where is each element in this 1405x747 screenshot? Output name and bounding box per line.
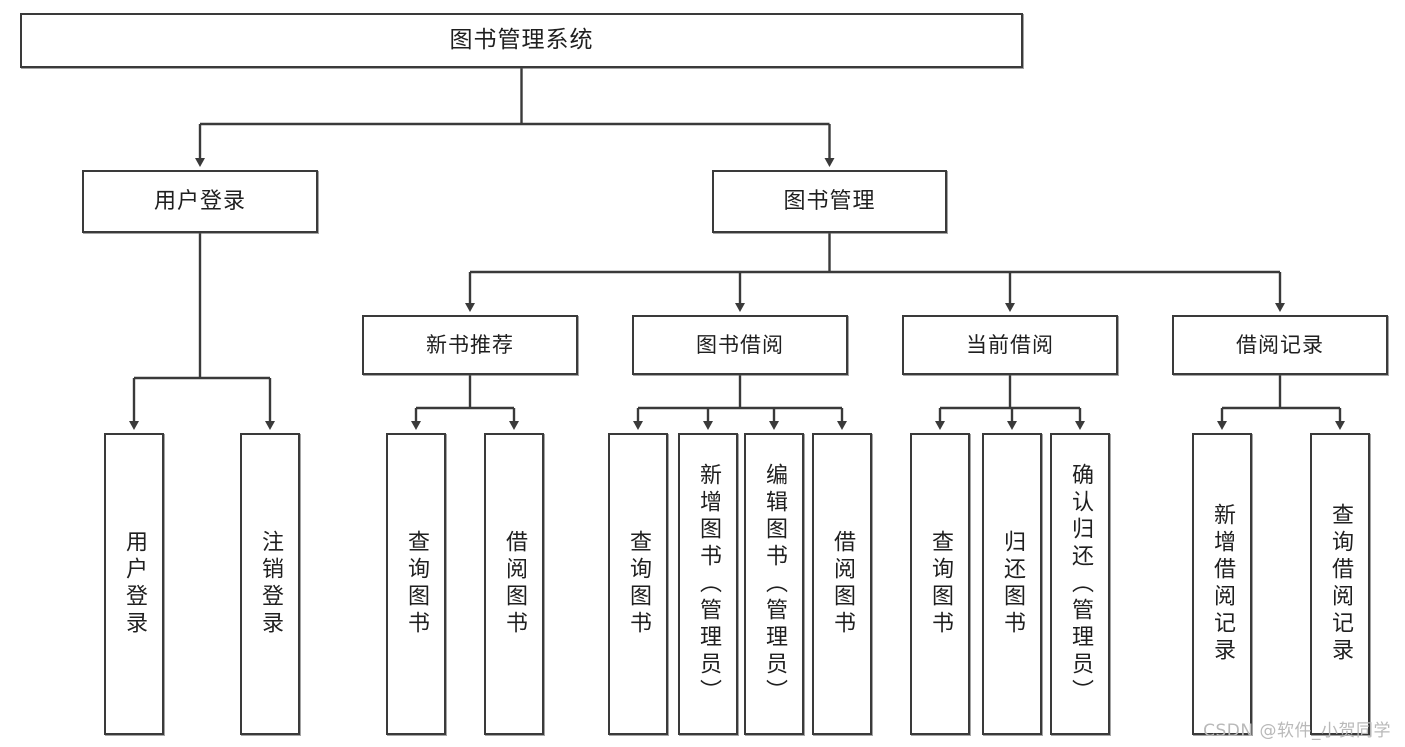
node-leaf-add-book-admin[interactable]: 新增图书（管理员）	[678, 433, 738, 735]
node-label: 新增图书（管理员）	[696, 462, 721, 706]
node-label: 查询图书	[404, 530, 429, 638]
node-book-borrow[interactable]: 图书借阅	[632, 315, 848, 375]
node-label: 编辑图书（管理员）	[762, 462, 787, 706]
node-label: 用户登录	[153, 188, 246, 214]
node-leaf-add-borrow-record[interactable]: 新增借阅记录	[1192, 433, 1252, 735]
node-leaf-logout[interactable]: 注销登录	[240, 433, 300, 735]
node-label: 归还图书	[1000, 530, 1025, 638]
node-label: 注销登录	[258, 530, 283, 638]
node-leaf-borrow-book-recommendation[interactable]: 借阅图书	[484, 433, 544, 735]
node-leaf-edit-book-admin[interactable]: 编辑图书（管理员）	[744, 433, 804, 735]
node-label: 借阅记录	[1236, 332, 1324, 357]
node-borrow-record[interactable]: 借阅记录	[1172, 315, 1388, 375]
node-label: 查询图书	[626, 530, 651, 638]
node-book-management[interactable]: 图书管理	[712, 170, 947, 233]
node-label: 图书借阅	[696, 332, 784, 357]
node-label: 图书管理	[783, 188, 876, 214]
node-label: 新增借阅记录	[1210, 503, 1235, 665]
node-leaf-query-book-borrow[interactable]: 查询图书	[608, 433, 668, 735]
node-label: 用户登录	[122, 530, 147, 638]
node-label: 查询图书	[928, 530, 953, 638]
node-label: 借阅图书	[502, 530, 527, 638]
node-leaf-user-login[interactable]: 用户登录	[104, 433, 164, 735]
node-root-book-management-system[interactable]: 图书管理系统	[20, 13, 1023, 68]
node-leaf-borrow-book[interactable]: 借阅图书	[812, 433, 872, 735]
node-label: 新书推荐	[426, 332, 514, 357]
node-label: 确认归还（管理员）	[1068, 462, 1093, 706]
node-leaf-confirm-return-admin[interactable]: 确认归还（管理员）	[1050, 433, 1110, 735]
node-label: 查询借阅记录	[1328, 503, 1353, 665]
node-leaf-query-borrow-record[interactable]: 查询借阅记录	[1310, 433, 1370, 735]
node-user-login[interactable]: 用户登录	[82, 170, 318, 233]
node-current-borrow[interactable]: 当前借阅	[902, 315, 1118, 375]
node-label: 当前借阅	[966, 332, 1054, 357]
node-leaf-query-book-recommendation[interactable]: 查询图书	[386, 433, 446, 735]
node-leaf-query-book-current[interactable]: 查询图书	[910, 433, 970, 735]
node-label: 借阅图书	[830, 530, 855, 638]
node-label: 图书管理系统	[449, 27, 594, 54]
node-new-book-recommendation[interactable]: 新书推荐	[362, 315, 578, 375]
node-leaf-return-book[interactable]: 归还图书	[982, 433, 1042, 735]
